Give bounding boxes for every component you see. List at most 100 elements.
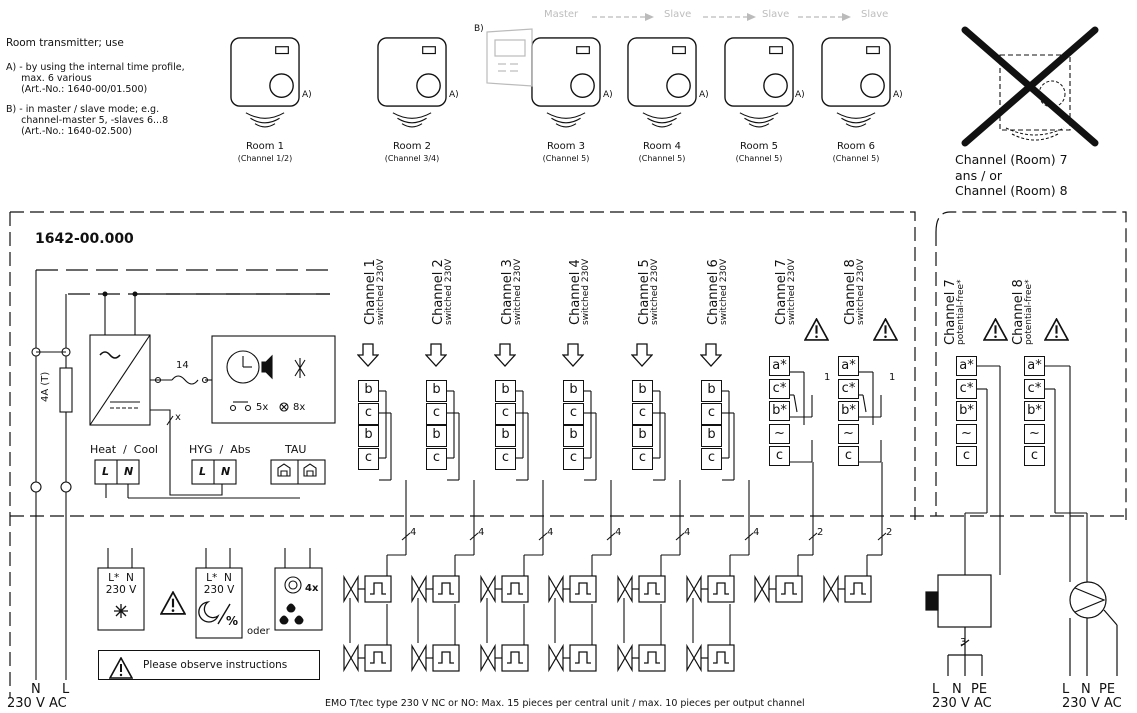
slave-label-3: Slave bbox=[861, 9, 889, 20]
box1-label: L* N 230 V bbox=[98, 572, 144, 596]
terminal: b bbox=[701, 425, 722, 447]
wire-count: 4 bbox=[547, 527, 554, 538]
channel-sub: switched 230V bbox=[719, 258, 729, 325]
room-channel: (Channel 5) bbox=[832, 154, 880, 163]
master-slave-arrows bbox=[592, 13, 851, 21]
room-name: Room 6 bbox=[836, 141, 876, 152]
terminal: c bbox=[838, 446, 859, 466]
model-number: 1642-00.000 bbox=[35, 231, 134, 247]
room-tag: A) bbox=[449, 90, 459, 100]
supply-left-l: L bbox=[62, 682, 70, 697]
box1-volt: 230 V bbox=[105, 583, 137, 596]
terminal: c bbox=[956, 446, 977, 466]
room-tag: A) bbox=[795, 90, 805, 100]
terminal: b bbox=[358, 425, 379, 447]
valve-actuator-icon bbox=[343, 575, 392, 603]
valve-actuator-icon bbox=[480, 575, 529, 603]
master-display-icon bbox=[486, 28, 533, 87]
room-transmitters bbox=[230, 37, 891, 128]
terminal: b* bbox=[838, 401, 859, 421]
box3-count: 4x bbox=[305, 583, 319, 594]
channel-sub: switched 230V bbox=[650, 258, 660, 325]
terminal: a* bbox=[956, 356, 977, 376]
room-channel: (Channel 5) bbox=[735, 154, 783, 163]
room-label-3: Room 3(Channel 5) bbox=[521, 141, 611, 165]
room-tag: A) bbox=[603, 90, 613, 100]
valve-actuator-icon bbox=[686, 575, 735, 603]
channel-arrow-icon bbox=[494, 343, 516, 367]
warning-icon bbox=[160, 591, 186, 615]
pf-channel8-warning-icon bbox=[1044, 318, 1069, 341]
terminal: c bbox=[1024, 446, 1045, 466]
room-label-2: Room 2(Channel 3/4) bbox=[367, 141, 457, 165]
valve-actuator-icon bbox=[548, 644, 597, 672]
terminal: c bbox=[426, 402, 447, 425]
bus-lines bbox=[36, 269, 330, 295]
channel7-warning-icon bbox=[804, 318, 829, 341]
slave-label-1: Slave bbox=[664, 9, 692, 20]
terminal: c bbox=[769, 446, 790, 466]
room-label-4: Room 4(Channel 5) bbox=[617, 141, 707, 165]
box1-n: N bbox=[125, 572, 134, 584]
channel-sub: potential-free* bbox=[956, 279, 966, 345]
terminal: a* bbox=[1024, 356, 1045, 376]
channel-sub: switched 230V bbox=[581, 258, 591, 325]
supply-left-n: N bbox=[31, 682, 41, 697]
channel-arrow-icon bbox=[425, 343, 447, 367]
tau-label: TAU bbox=[285, 443, 307, 456]
terminal: b bbox=[632, 380, 653, 402]
relay-wire-count: 1 bbox=[889, 372, 896, 383]
terminal: b bbox=[426, 425, 447, 447]
terminal: c bbox=[563, 402, 584, 425]
terminal: b bbox=[495, 425, 516, 447]
supply-mid-volt: 230 V AC bbox=[932, 696, 992, 711]
wire-count: 4 bbox=[684, 527, 691, 538]
wire-count: 2 bbox=[886, 527, 893, 538]
wire-count: 4 bbox=[615, 527, 622, 538]
box2-label: L* N 230 V bbox=[196, 572, 242, 596]
room-tag: A) bbox=[699, 90, 709, 100]
channel-arrow-icon bbox=[631, 343, 653, 367]
supply-right-pe: PE bbox=[1099, 682, 1116, 697]
channel-sub: switched 230V bbox=[444, 258, 454, 325]
valve-actuator-icon bbox=[411, 644, 460, 672]
supply-mid-n: N bbox=[952, 682, 962, 697]
heat-cool-label: Heat / Cool bbox=[90, 443, 158, 456]
terminal: c bbox=[495, 447, 516, 470]
terminal: b* bbox=[769, 401, 790, 421]
terminal: c* bbox=[838, 378, 859, 399]
room-name: Room 3 bbox=[546, 141, 586, 152]
terminal: b* bbox=[1024, 401, 1045, 421]
terminal: c bbox=[426, 447, 447, 470]
supply-mid-l: L bbox=[932, 682, 940, 697]
terminal: c bbox=[701, 402, 722, 425]
cable-x-label: x bbox=[175, 412, 181, 423]
channel-arrow-icon bbox=[700, 343, 722, 367]
terminal: b bbox=[563, 425, 584, 447]
room-name: Room 2 bbox=[392, 141, 432, 152]
relay-count: 5x bbox=[256, 402, 269, 413]
valve-actuator-icon bbox=[548, 575, 597, 603]
box1-l: L* bbox=[108, 572, 120, 584]
channel-sub: switched 230V bbox=[376, 258, 386, 325]
channel-wiring bbox=[349, 365, 1088, 645]
room-tag: A) bbox=[302, 90, 312, 100]
wire-count: 2 bbox=[817, 527, 824, 538]
terminal: b bbox=[358, 380, 379, 402]
wire-count: 4 bbox=[478, 527, 485, 538]
intro-text: Room transmitter; use A) - by using the … bbox=[6, 38, 211, 146]
external-devices bbox=[97, 548, 323, 639]
terminal: c bbox=[701, 447, 722, 470]
hyg-terminal-l: L bbox=[199, 465, 207, 478]
supply-right-volt: 230 V AC bbox=[1062, 696, 1122, 711]
box2-n: N bbox=[223, 572, 232, 584]
room-label-6: Room 6 (Channel 5) bbox=[811, 141, 901, 165]
fuse-label: 4A (T) bbox=[40, 371, 51, 402]
heat-terminal-l: L bbox=[102, 465, 110, 478]
